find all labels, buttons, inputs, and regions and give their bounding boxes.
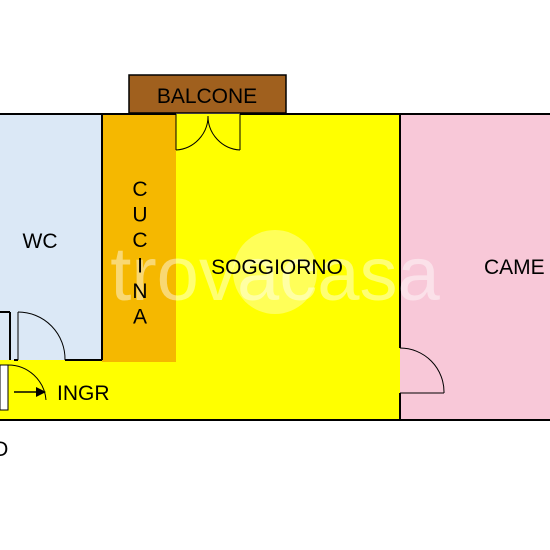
room-soggiorno[interactable]	[0, 114, 400, 420]
walls	[0, 113, 550, 421]
edge-fragment-label: O	[0, 438, 8, 461]
room-camera[interactable]	[400, 114, 550, 420]
room-wc[interactable]	[0, 114, 102, 360]
entrance-door[interactable]	[0, 364, 47, 411]
cucina-label-letter: U	[132, 204, 147, 227]
cucina-label-letter: C	[132, 229, 147, 252]
balcone-label: BALCONE	[157, 85, 257, 108]
entrance-arrow-icon	[14, 387, 46, 397]
cucina-label-letter: C	[132, 178, 147, 201]
wc-label: WC	[23, 230, 58, 253]
camera-label: CAME	[484, 256, 545, 279]
cucina-label-letter: N	[132, 280, 147, 303]
camera-door[interactable]	[399, 347, 445, 394]
wc-door[interactable]	[17, 311, 66, 361]
balcony-door[interactable]	[175, 114, 241, 151]
room-cucina[interactable]	[102, 114, 176, 362]
cucina-label-letter: A	[133, 306, 147, 329]
watermark-text: trovacasa	[110, 232, 440, 317]
soggiorno-label: SOGGIORNO	[211, 256, 343, 279]
watermark: trovacasa	[110, 230, 440, 317]
ingresso-label: INGR	[57, 382, 110, 405]
cucina-label-letter: I	[137, 255, 143, 278]
room-balcone[interactable]	[128, 74, 287, 114]
